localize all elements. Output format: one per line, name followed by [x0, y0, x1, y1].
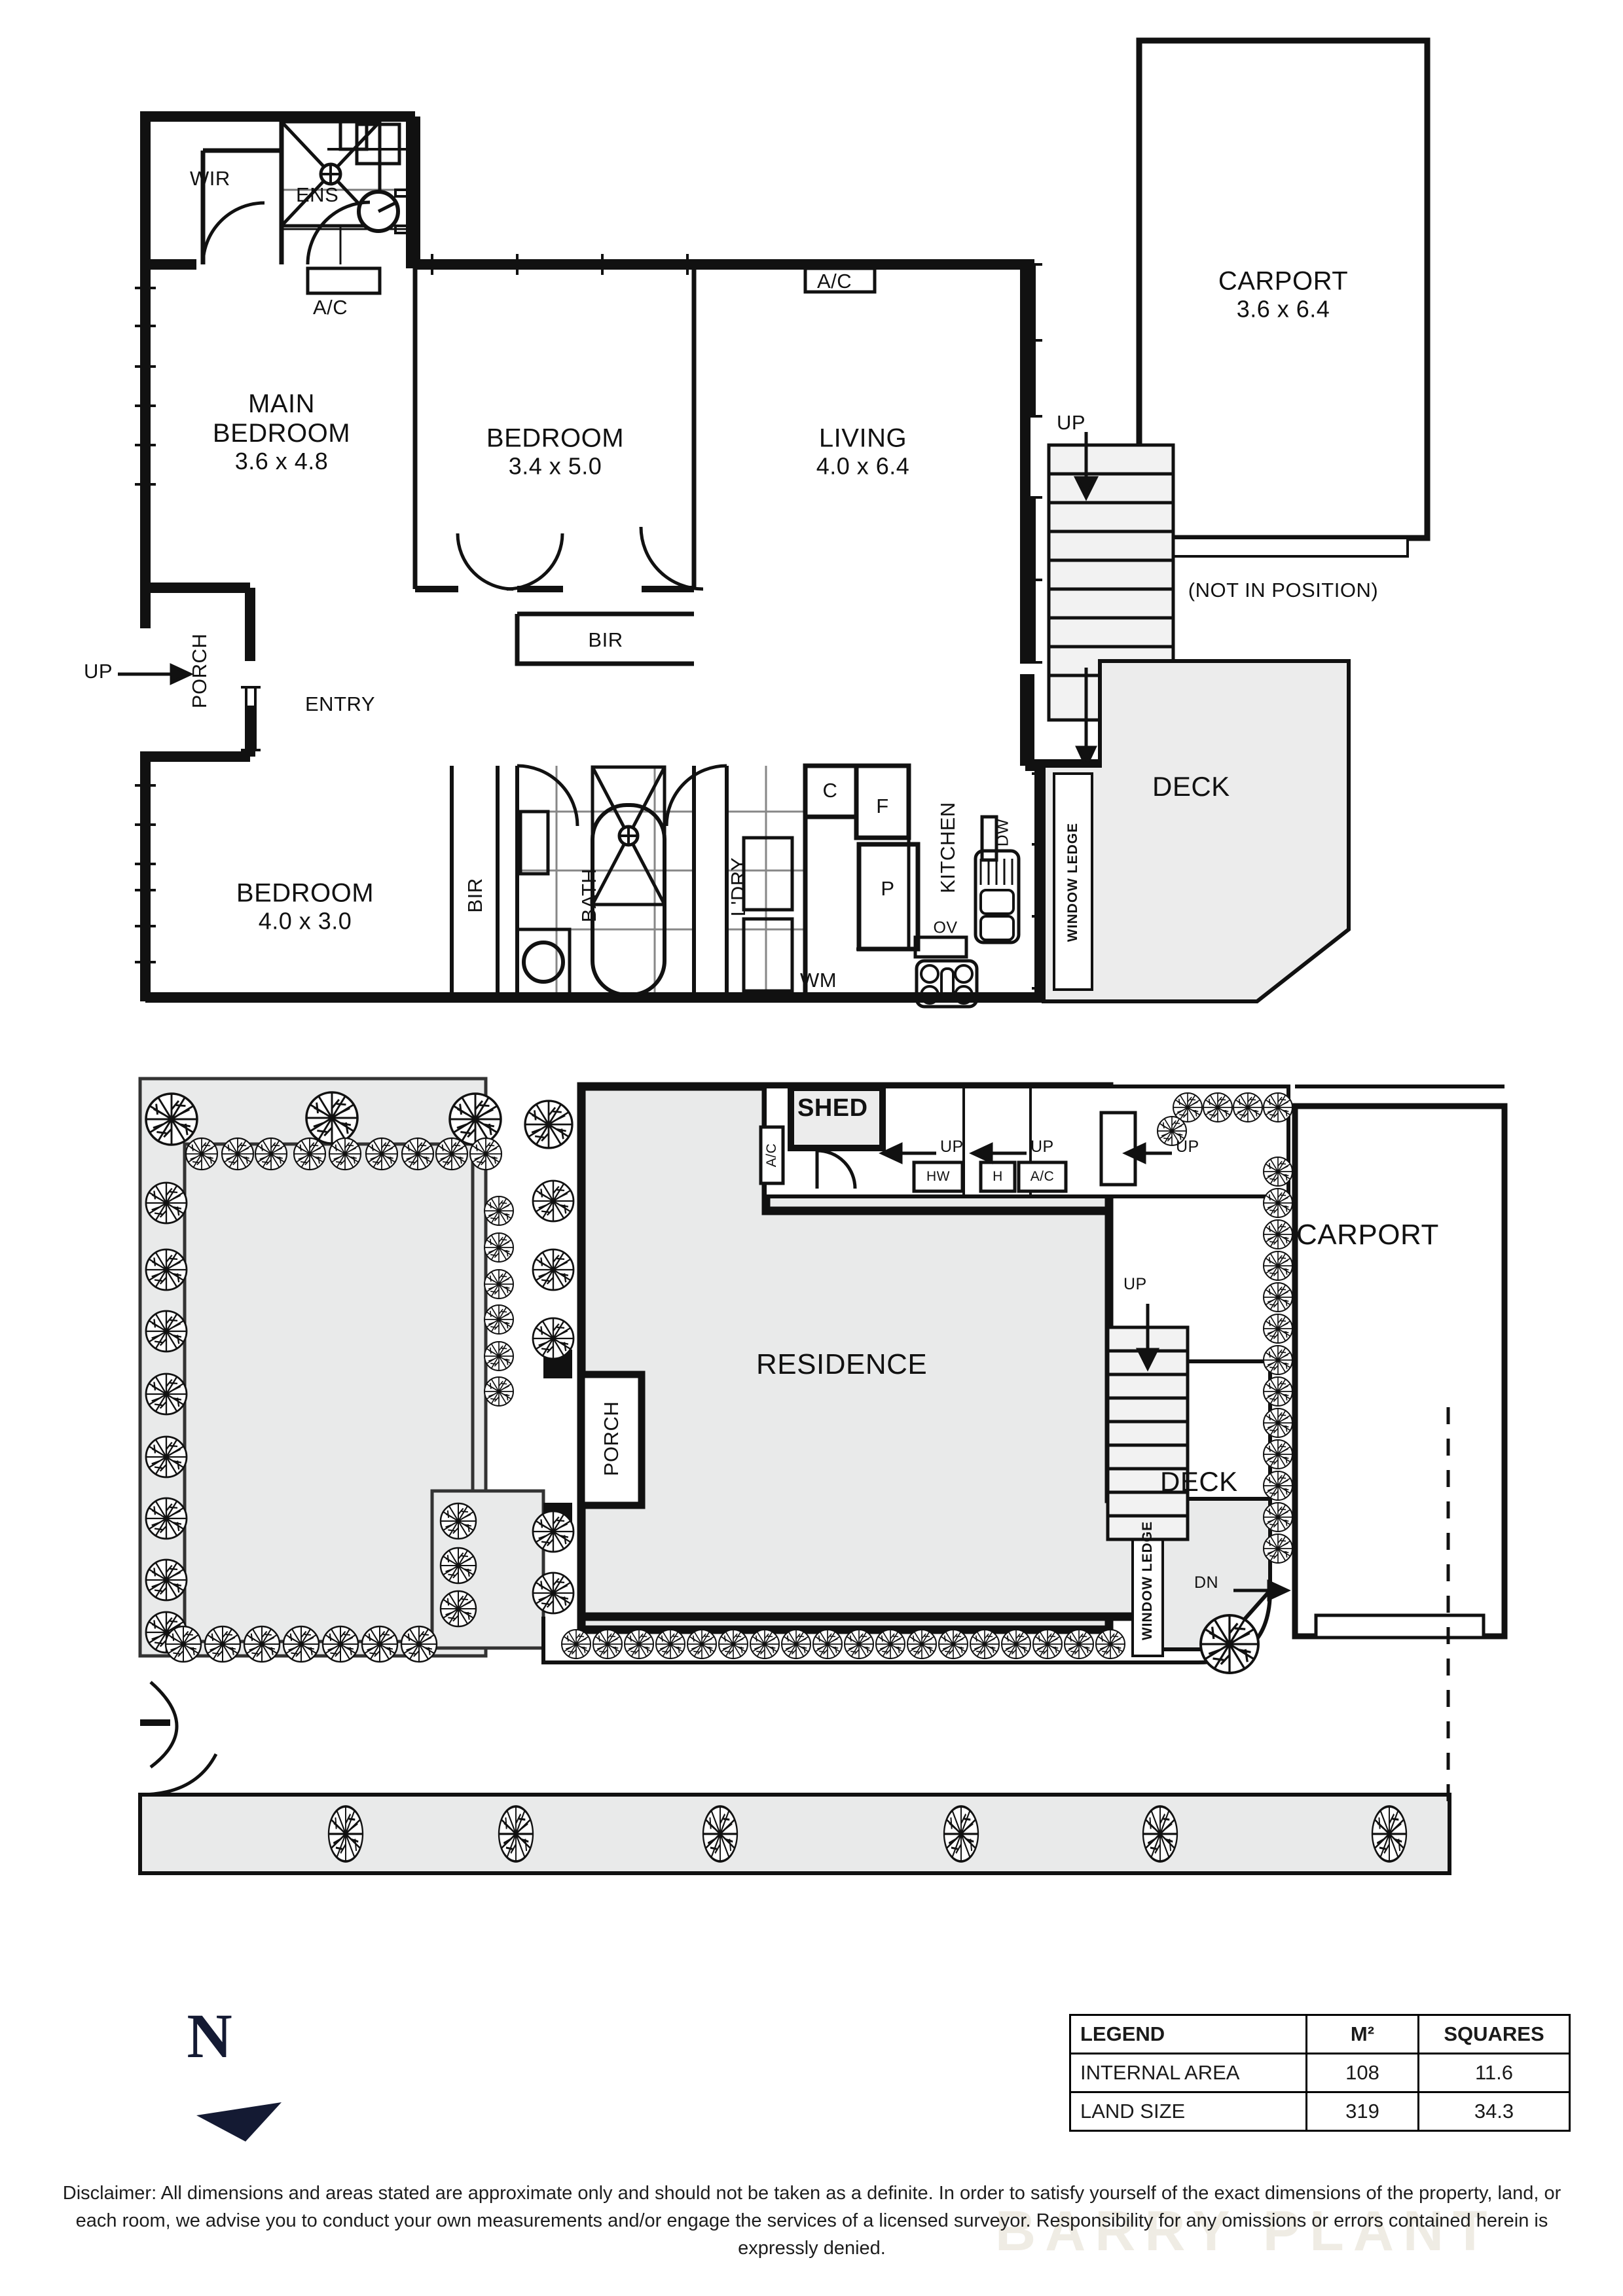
carport-name: CARPORT [1218, 266, 1349, 296]
north-indicator: N [167, 2000, 298, 2130]
label-washing-machine: WM [799, 969, 837, 992]
room-label-entry: ENTRY [305, 692, 376, 715]
site-porch [577, 1371, 646, 1509]
living-dimensions: 4.0 x 6.4 [816, 452, 910, 480]
site-carport [1292, 1085, 1508, 1640]
main-bedroom-dimensions: 3.6 x 4.8 [234, 447, 329, 475]
wet-areas [450, 763, 1021, 1009]
carport-not-in-position-note: (NOT IN POSITION) [1188, 579, 1379, 601]
legend-land-size-squares: 34.3 [1417, 2091, 1571, 2132]
deck-upper [1042, 659, 1351, 1003]
site-porch-pads [543, 1350, 572, 1532]
bedroom-3-dimensions: 4.0 x 3.0 [258, 907, 352, 935]
label-ac-site-right: A/C [1030, 1169, 1055, 1184]
bedroom-3-name: BEDROOM [236, 878, 374, 908]
shed-door-swing [815, 1149, 857, 1189]
label-cupboard: C [822, 779, 838, 802]
main-bedroom-name-line1: MAIN [248, 389, 315, 419]
shed-box [788, 1085, 886, 1151]
crossover-curve [149, 1681, 179, 1768]
room-carport-upper: CARPORT 3.6 x 6.4 [1218, 266, 1348, 322]
label-up-site-2: UP [1030, 1138, 1054, 1156]
ac-living-box [803, 266, 877, 294]
room-main-bedroom: MAIN BEDROOM 3.6 x 4.8 [213, 389, 350, 475]
room-bedroom-3: BEDROOM 4.0 x 3.0 [236, 878, 374, 934]
label-dn-stairs-site: DN [1194, 1573, 1219, 1592]
brand-watermark: BARRY PLANT [995, 2200, 1497, 2263]
upper-floor-plan [118, 37, 1431, 1009]
label-up-porch: UP [84, 660, 113, 683]
up-arrow-porch [118, 663, 194, 685]
label-ac-ens: A/C [313, 296, 348, 319]
label-oven: OV [933, 918, 958, 937]
carport-dimensions: 3.6 x 6.4 [1236, 295, 1330, 323]
room-bedroom-2: BEDROOM 3.4 x 5.0 [486, 423, 624, 479]
stairs-up-arrow [1073, 432, 1099, 770]
legend-table: LEGEND M² SQUARES INTERNAL AREA 108 11.6… [1069, 2014, 1571, 2132]
label-hot-water-site: HW [926, 1169, 950, 1184]
label-window-ledge-site: WINDOW LEDGE [1140, 1520, 1155, 1641]
north-letter: N [187, 2001, 232, 2071]
label-up-site-3: UP [1176, 1138, 1199, 1156]
label-up-site-1: UP [940, 1138, 964, 1156]
label-ac-site-left: A/C [764, 1143, 779, 1168]
room-label-wir: WIR [190, 167, 230, 190]
legend-header-m2: M² [1305, 2014, 1419, 2054]
bedroom-2-dimensions: 3.4 x 5.0 [508, 452, 602, 480]
site-up-arrows [879, 1142, 1172, 1164]
interior-partitions [200, 117, 1030, 666]
label-pantry: P [881, 877, 895, 900]
room-label-ens: ENS [296, 183, 339, 206]
label-residence: RESIDENCE [756, 1348, 928, 1380]
legend-land-size-label: LAND SIZE [1069, 2091, 1307, 2132]
legend-row-land-size: LAND SIZE 319 34.3 [1069, 2091, 1571, 2132]
north-arrow-icon [196, 2102, 282, 2142]
label-bir-lower: BIR [464, 878, 486, 913]
site-stairs [1106, 1325, 1190, 1541]
label-fridge: F [876, 795, 889, 817]
bedroom-2-name: BEDROOM [486, 423, 625, 453]
label-porch-site: PORCH [600, 1401, 623, 1477]
label-bir-upper: BIR [588, 628, 623, 651]
legend-row-internal-area: INTERNAL AREA 108 11.6 [1069, 2053, 1571, 2093]
label-dishwasher: DW [993, 818, 1012, 847]
room-label-porch-upper: PORCH [188, 633, 211, 709]
label-up-stairs-site: UP [1123, 1275, 1147, 1293]
label-deck-upper: DECK [1152, 771, 1230, 802]
window-ledge-upper [1053, 772, 1093, 991]
room-living: LIVING 4.0 x 6.4 [816, 423, 910, 479]
label-window-ledge-upper: WINDOW LEDGE [1065, 822, 1080, 942]
legend-header-squares: SQUARES [1417, 2014, 1571, 2054]
legend-header-row: LEGEND M² SQUARES [1069, 2014, 1571, 2054]
carport-outline [1136, 37, 1431, 558]
legend-header-title: LEGEND [1069, 2014, 1307, 2054]
label-ldry: L'DRY [727, 857, 750, 917]
service-label-boxes [759, 1111, 1137, 1193]
label-up-stairs-upper: UP [1057, 411, 1086, 434]
nature-strip [138, 1719, 1451, 1875]
legend-internal-area-squares: 11.6 [1417, 2053, 1571, 2093]
label-bath: BATH [577, 868, 600, 923]
label-ac-living: A/C [817, 270, 852, 293]
living-name: LIVING [818, 423, 907, 453]
site-stairs-arrows [1135, 1304, 1291, 1602]
label-carport-site: CARPORT [1296, 1219, 1439, 1251]
legend-land-size-m2: 319 [1305, 2091, 1419, 2132]
front-garden [138, 1077, 545, 1658]
label-deck-site: DECK [1160, 1466, 1238, 1497]
label-kitchen: KITCHEN [936, 802, 959, 893]
legend-internal-area-m2: 108 [1305, 2053, 1419, 2093]
label-shed: SHED [797, 1094, 868, 1122]
main-bedroom-name-line2: BEDROOM [212, 418, 351, 448]
site-plan [138, 1077, 1508, 1875]
label-heater-site: H [993, 1169, 1003, 1184]
disclaimer-text: Disclaimer: All dimensions and areas sta… [62, 2183, 1561, 2259]
legend-internal-area-label: INTERNAL AREA [1069, 2053, 1307, 2093]
